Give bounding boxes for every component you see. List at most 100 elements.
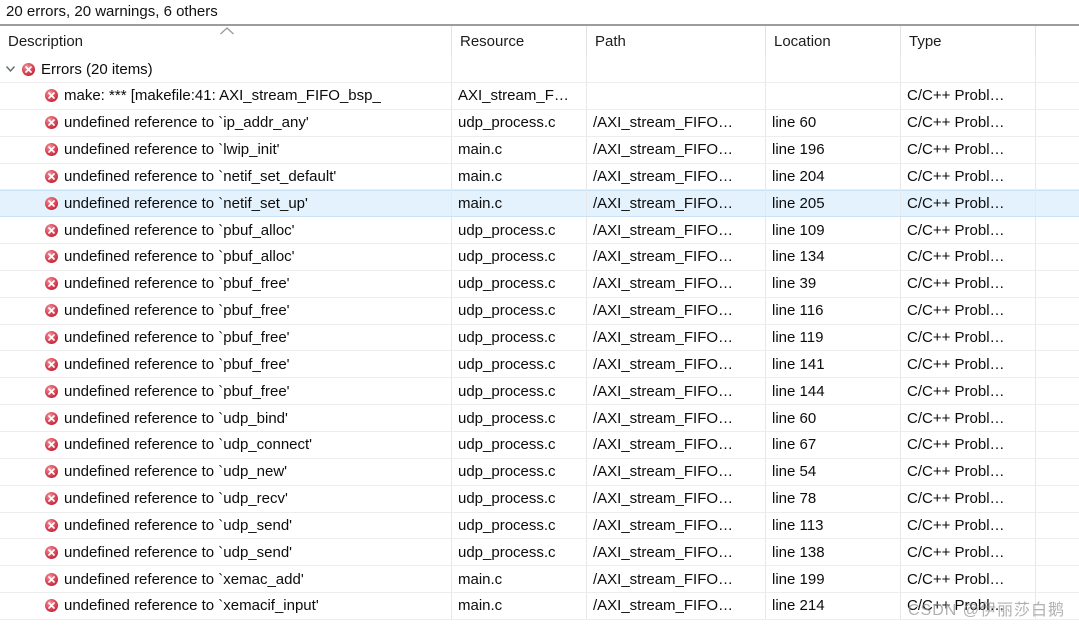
table-row[interactable]: undefined reference to `xemac_add' main.… bbox=[0, 566, 1079, 594]
error-description: undefined reference to `pbuf_free' bbox=[64, 382, 290, 400]
location-cell: line 113 bbox=[766, 512, 901, 539]
column-header-type[interactable]: Type bbox=[901, 26, 1036, 56]
type-cell: C/C++ Probl… bbox=[901, 566, 1036, 593]
error-description: undefined reference to `udp_bind' bbox=[64, 409, 288, 427]
table-row[interactable]: undefined reference to `lwip_init' main.… bbox=[0, 136, 1079, 164]
column-header-description[interactable]: Description bbox=[0, 26, 452, 56]
table-row[interactable]: undefined reference to `udp_new' udp_pro… bbox=[0, 458, 1079, 486]
table-row[interactable]: undefined reference to `udp_recv' udp_pr… bbox=[0, 485, 1079, 513]
resource-cell: udp_process.c bbox=[452, 458, 587, 485]
resource-cell: main.c bbox=[452, 190, 587, 217]
error-description: undefined reference to `pbuf_free' bbox=[64, 355, 290, 373]
location-cell: line 54 bbox=[766, 458, 901, 485]
error-description: undefined reference to `udp_new' bbox=[64, 463, 288, 481]
column-header-resource[interactable]: Resource bbox=[452, 26, 587, 56]
spacer-cell bbox=[1036, 164, 1079, 190]
description-cell: undefined reference to `udp_new' bbox=[0, 458, 452, 485]
column-header-location[interactable]: Location bbox=[766, 26, 901, 56]
chevron-down-icon[interactable] bbox=[5, 64, 16, 74]
spacer-cell bbox=[1036, 190, 1079, 216]
error-icon bbox=[45, 465, 58, 479]
column-header-path[interactable]: Path bbox=[587, 26, 766, 56]
path-cell bbox=[587, 83, 766, 109]
table-row[interactable]: undefined reference to `udp_connect' udp… bbox=[0, 431, 1079, 459]
table-row[interactable]: undefined reference to `pbuf_alloc' udp_… bbox=[0, 244, 1079, 271]
resource-cell: udp_process.c bbox=[452, 351, 587, 378]
spacer-cell bbox=[1036, 405, 1079, 431]
error-description: undefined reference to `netif_set_defaul… bbox=[64, 167, 337, 185]
location-cell: line 205 bbox=[766, 190, 901, 217]
description-cell: undefined reference to `xemac_add' bbox=[0, 566, 452, 593]
resource-cell: udp_process.c bbox=[452, 539, 587, 566]
error-description: undefined reference to `pbuf_free' bbox=[64, 329, 290, 347]
spacer-cell bbox=[1036, 539, 1079, 565]
error-icon bbox=[45, 143, 58, 157]
table-row[interactable]: undefined reference to `pbuf_free' udp_p… bbox=[0, 351, 1079, 379]
path-cell: /AXI_stream_FIFO… bbox=[587, 539, 766, 566]
type-cell: C/C++ Probl… bbox=[901, 217, 1036, 244]
table-row[interactable]: undefined reference to `ip_addr_any' udp… bbox=[0, 109, 1079, 137]
table-row[interactable]: undefined reference to `xemacif_input' m… bbox=[0, 593, 1079, 620]
error-icon bbox=[45, 331, 58, 345]
description-cell: undefined reference to `udp_send' bbox=[0, 512, 452, 539]
resource-cell: udp_process.c bbox=[452, 324, 587, 351]
type-cell: C/C++ Probl… bbox=[901, 378, 1036, 405]
path-cell: /AXI_stream_FIFO… bbox=[587, 431, 766, 458]
type-cell: C/C++ Probl… bbox=[901, 136, 1036, 163]
location-cell: line 196 bbox=[766, 136, 901, 163]
error-icon bbox=[45, 545, 58, 559]
description-cell: undefined reference to `netif_set_up' bbox=[0, 190, 452, 217]
table-row[interactable]: undefined reference to `netif_set_up' ma… bbox=[0, 190, 1079, 218]
location-cell bbox=[766, 83, 901, 109]
location-cell: line 60 bbox=[766, 405, 901, 431]
table-row[interactable]: undefined reference to `pbuf_free' udp_p… bbox=[0, 378, 1079, 406]
error-icon bbox=[45, 89, 58, 103]
spacer-cell bbox=[1036, 325, 1079, 351]
spacer-cell bbox=[1036, 217, 1079, 243]
spacer-cell bbox=[1036, 513, 1079, 539]
error-description: undefined reference to `pbuf_alloc' bbox=[64, 221, 295, 239]
error-rows: make: *** [makefile:41: AXI_stream_FIFO_… bbox=[0, 83, 1079, 620]
path-cell: /AXI_stream_FIFO… bbox=[587, 405, 766, 431]
table-row[interactable]: undefined reference to `pbuf_alloc' udp_… bbox=[0, 217, 1079, 245]
empty-cell bbox=[587, 56, 766, 82]
table-row[interactable]: undefined reference to `udp_send' udp_pr… bbox=[0, 512, 1079, 540]
table-row[interactable]: undefined reference to `udp_bind' udp_pr… bbox=[0, 405, 1079, 432]
error-icon bbox=[45, 384, 58, 398]
error-description: undefined reference to `xemac_add' bbox=[64, 570, 304, 588]
table-row[interactable]: undefined reference to `udp_send' udp_pr… bbox=[0, 539, 1079, 567]
errors-group-row[interactable]: Errors (20 items) bbox=[0, 56, 1079, 83]
error-icon bbox=[45, 572, 58, 586]
empty-cell bbox=[901, 56, 1036, 82]
error-icon bbox=[45, 438, 58, 452]
error-icon bbox=[45, 169, 58, 183]
type-cell: C/C++ Probl… bbox=[901, 163, 1036, 190]
table-row[interactable]: undefined reference to `pbuf_free' udp_p… bbox=[0, 270, 1079, 298]
table-row[interactable]: undefined reference to `pbuf_free' udp_p… bbox=[0, 324, 1079, 352]
table-row[interactable]: make: *** [makefile:41: AXI_stream_FIFO_… bbox=[0, 83, 1079, 110]
spacer-cell bbox=[1036, 83, 1079, 109]
spacer-cell bbox=[1036, 137, 1079, 163]
location-cell: line 109 bbox=[766, 217, 901, 244]
error-description: undefined reference to `netif_set_up' bbox=[64, 194, 308, 212]
type-cell: C/C++ Probl… bbox=[901, 83, 1036, 109]
table-row[interactable]: undefined reference to `netif_set_defaul… bbox=[0, 163, 1079, 191]
path-cell: /AXI_stream_FIFO… bbox=[587, 378, 766, 405]
path-cell: /AXI_stream_FIFO… bbox=[587, 297, 766, 324]
table-row[interactable]: undefined reference to `pbuf_free' udp_p… bbox=[0, 297, 1079, 325]
empty-cell bbox=[766, 56, 901, 82]
column-header-spacer bbox=[1036, 26, 1079, 56]
column-header-label: Description bbox=[8, 32, 84, 50]
column-header-label: Resource bbox=[460, 32, 525, 50]
location-cell: line 60 bbox=[766, 109, 901, 136]
error-icon bbox=[45, 518, 58, 532]
resource-cell: udp_process.c bbox=[452, 378, 587, 405]
type-cell: C/C++ Probl… bbox=[901, 485, 1036, 512]
location-cell: line 116 bbox=[766, 297, 901, 324]
description-cell: undefined reference to `udp_recv' bbox=[0, 485, 452, 512]
spacer-cell bbox=[1036, 378, 1079, 404]
type-cell: C/C++ Probl… bbox=[901, 458, 1036, 485]
type-cell: C/C++ Probl… bbox=[901, 190, 1036, 217]
error-icon bbox=[45, 357, 58, 371]
path-cell: /AXI_stream_FIFO… bbox=[587, 163, 766, 190]
